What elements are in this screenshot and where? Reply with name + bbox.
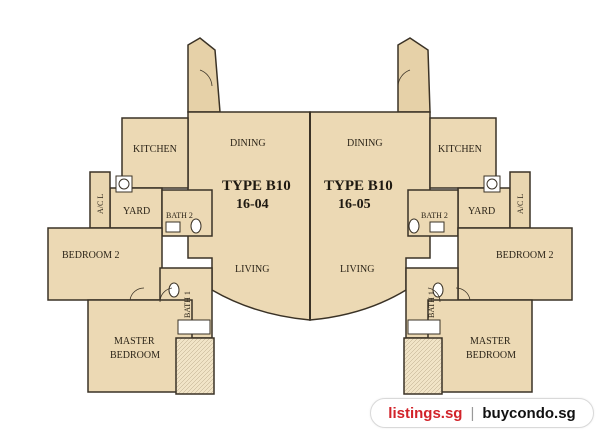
- left-washer-drum-icon: [118, 178, 130, 190]
- left-kitchen-label: KITCHEN: [133, 144, 177, 155]
- fixtures: [115, 175, 501, 335]
- watermark-separator: |: [470, 404, 475, 422]
- right-ac-label: A/C L: [516, 194, 525, 214]
- left-tub-icon: [177, 319, 211, 335]
- left-washer-icon: [115, 175, 133, 193]
- left-yard-label: YARD: [123, 206, 150, 217]
- left-ac-label: A/C L: [96, 194, 105, 214]
- right-basin-icon: [429, 221, 445, 233]
- right-washer-icon: [483, 175, 501, 193]
- watermark-badge: listings.sg | buycondo.sg: [370, 398, 594, 428]
- left-toilet-icon: [190, 218, 202, 234]
- right-dining-living: [309, 111, 431, 321]
- right-unit-label: 16-05: [338, 197, 371, 212]
- left-bedroom2-door-swing-icon: [129, 287, 145, 301]
- right-type-label: TYPE B10: [324, 178, 393, 194]
- right-kitchen-label: KITCHEN: [438, 144, 482, 155]
- left-balcony: [187, 37, 221, 113]
- right-toilet-icon: [408, 218, 420, 234]
- left-master-label-line1: MASTER: [114, 336, 155, 347]
- left-main-door-swing-icon: [199, 69, 213, 87]
- right-living-label: LIVING: [340, 264, 374, 275]
- right-yard-label: YARD: [468, 206, 495, 217]
- right-bath2-label: BATH 2: [421, 211, 448, 220]
- left-kitchen: [121, 117, 189, 189]
- right-main-door-swing-icon: [397, 69, 411, 87]
- right-master-label-line2: BEDROOM: [466, 350, 516, 361]
- left-toilet-bath1-icon: [168, 282, 180, 298]
- right-master-label-line1: MASTER: [470, 336, 511, 347]
- right-tub-icon: [407, 319, 441, 335]
- left-bath2-label: BATH 2: [166, 211, 193, 220]
- right-master-door-swing-icon: [427, 287, 441, 303]
- left-bedroom2: [47, 227, 163, 301]
- right-master-bedroom: [427, 299, 533, 393]
- left-shaft: [175, 337, 215, 395]
- left-bedroom2-label: BEDROOM 2: [62, 250, 120, 261]
- left-master-label-line2: BEDROOM: [110, 350, 160, 361]
- left-dining-label: DINING: [230, 138, 266, 149]
- right-washer-drum-icon: [486, 178, 498, 190]
- right-bath1-label: BATH 1: [427, 291, 436, 318]
- left-type-label: TYPE B10: [222, 178, 291, 194]
- right-dining-label: DINING: [347, 138, 383, 149]
- right-bedroom2-label: BEDROOM 2: [496, 250, 554, 261]
- left-basin-icon: [165, 221, 181, 233]
- left-living-label: LIVING: [235, 264, 269, 275]
- right-bedroom2-door-swing-icon: [455, 287, 471, 301]
- left-bath1-label: BATH 1: [183, 291, 192, 318]
- watermark-brand-right: buycondo.sg: [482, 404, 576, 422]
- watermark-brand-left: listings.sg: [388, 404, 463, 422]
- left-unit-label: 16-04: [236, 197, 269, 212]
- left-master-door-swing-icon: [159, 287, 173, 303]
- right-shaft: [403, 337, 443, 395]
- right-balcony: [397, 37, 431, 113]
- left-unit: [47, 37, 311, 395]
- door-swings: [129, 69, 471, 303]
- right-bedroom2: [457, 227, 573, 301]
